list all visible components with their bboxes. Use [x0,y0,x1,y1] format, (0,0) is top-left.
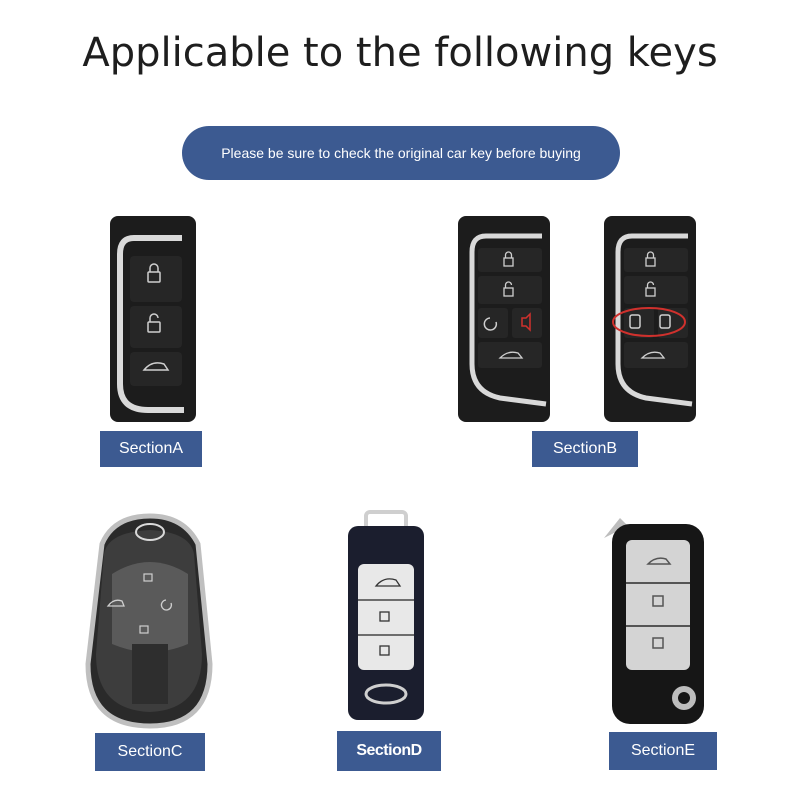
brand-logo-icon [364,683,408,705]
lock-icon [379,611,390,622]
unlock-icon [147,313,161,333]
brand-logo-icon [135,523,165,541]
door-right-icon [659,314,671,329]
trunk-icon [142,362,170,371]
remote-start-icon [483,317,498,331]
lock-icon [147,263,161,283]
unlock-icon [652,595,664,607]
section-a-label: SectionA [100,431,202,467]
panic-icon [521,312,531,332]
key-section-b-1 [458,216,550,422]
trunk-icon [374,578,402,587]
unlock-icon [503,281,514,297]
lock-icon [652,637,664,649]
section-e-label: SectionE [609,732,717,770]
unlock-icon [645,281,656,297]
unlock-icon [379,645,390,656]
unlock-icon [139,625,149,634]
remote-start-icon [160,599,173,611]
trunk-icon [646,557,672,565]
trunk-icon [640,351,666,359]
key-section-a [110,216,196,422]
door-left-icon [629,314,641,329]
key-section-d [348,510,424,720]
section-d-label: SectionD [337,731,441,771]
section-b-label: SectionB [532,431,638,467]
lock-icon [143,573,153,582]
page-title: Applicable to the following keys [82,30,718,76]
lock-icon [503,251,514,267]
notice-banner: Please be sure to check the original car… [182,126,620,180]
key-section-e [604,518,704,724]
key-section-c [85,513,213,729]
lock-icon [645,251,656,267]
section-c-label: SectionC [95,733,205,771]
trunk-icon [498,351,524,359]
trunk-icon [106,599,125,607]
key-section-b-2 [604,216,696,422]
